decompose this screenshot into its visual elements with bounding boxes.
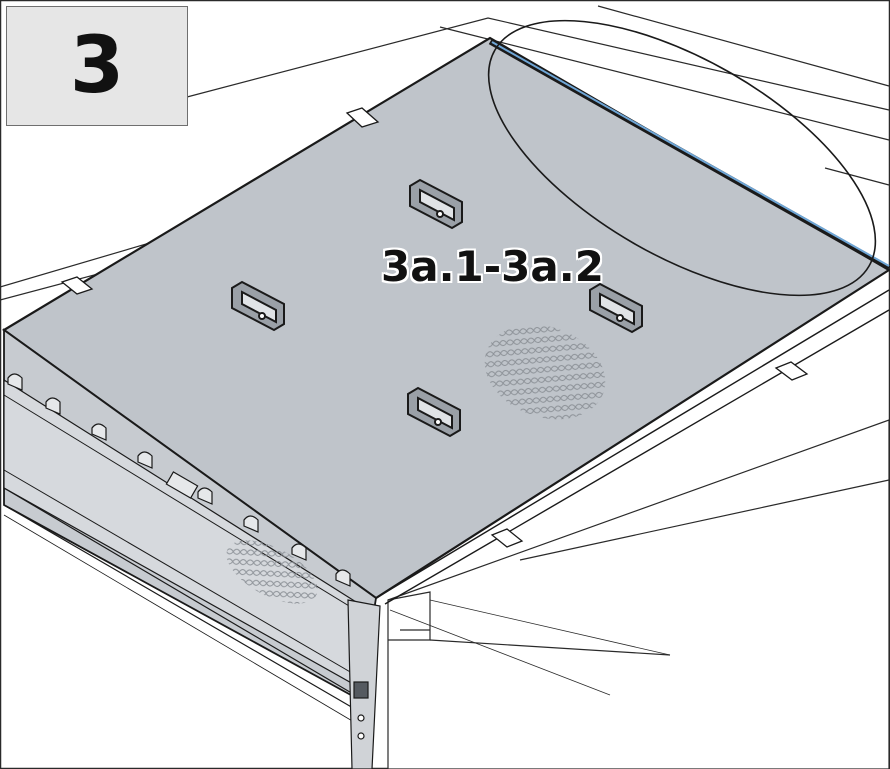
panel-edge-right <box>375 289 890 605</box>
housing-side-block <box>387 419 890 769</box>
part-reference-label: 3a.1-3a.2 <box>381 242 604 291</box>
step-number: 3 <box>69 21 125 111</box>
top-rail <box>488 39 890 271</box>
front-frame-slat <box>7 373 351 587</box>
hinge-plate <box>347 599 381 769</box>
mesh-texture-front <box>226 540 318 604</box>
front-frame <box>3 328 377 723</box>
bracket-handle <box>231 178 643 438</box>
step-number-box: 3 <box>6 6 188 126</box>
highlight-ellipse <box>487 19 877 297</box>
mesh-texture-panel <box>484 324 606 420</box>
edge-clip <box>60 107 809 548</box>
